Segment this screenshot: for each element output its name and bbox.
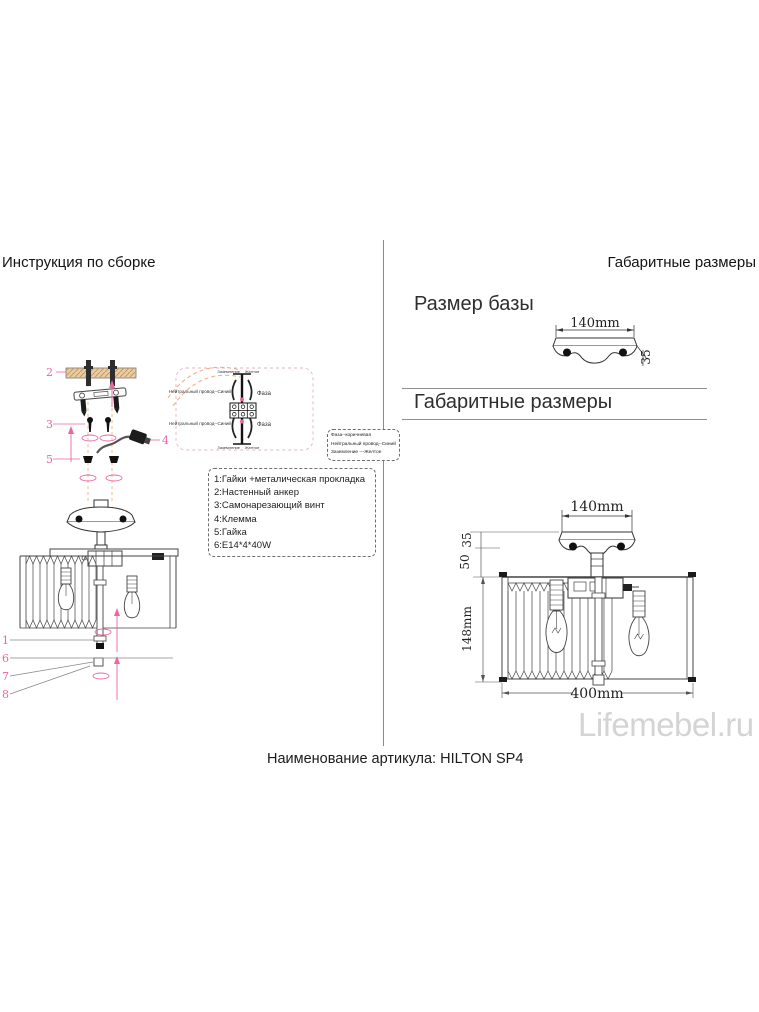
chandelier-body: [19, 548, 179, 667]
dim-bulb-left: [545, 579, 568, 653]
bulb-left: [57, 567, 75, 611]
overall-dimension-drawing: 140mm: [458, 499, 696, 702]
wall-anchor-group: 2: [46, 360, 137, 386]
lower-part-labels: 1 6 7 8: [2, 634, 173, 701]
nuts-group: 5: [46, 453, 123, 482]
article-name: Наименование артикула: HILTON SP4: [267, 751, 524, 767]
body-height-dim: 148mm: [460, 606, 474, 652]
power-cord: 4: [96, 429, 169, 454]
wire-color-line-phase: Фаза--коричневая: [331, 433, 372, 438]
base-dimension-drawing: 140mm 35: [552, 316, 653, 366]
base-size-title: Размер базы: [414, 293, 534, 315]
left-dimension-chain: [470, 531, 559, 683]
dim-canopy: [558, 531, 636, 578]
wiring-yellow-top-label: Желтое: [245, 369, 260, 374]
parts-list-legend: 1:Гайки +металическая прокладка 2:Настен…: [208, 468, 376, 558]
up-arrow-mid: [68, 426, 74, 462]
wiring-phase-row1-label: Фаза: [257, 391, 272, 397]
parts-list-item: 3:Самонарезающий винт: [214, 500, 325, 512]
part-label-2: 2: [46, 366, 53, 379]
bottom-motion-marks: [92, 608, 120, 700]
stem-height-dim: 50: [458, 554, 472, 569]
part-label-7: 7: [2, 670, 9, 683]
part-label-3: 3: [46, 418, 53, 431]
heading-rule-bottom: [402, 419, 707, 420]
terminal-block: [229, 402, 257, 419]
wire-color-line-ground: Заземление ---Желтое: [331, 450, 382, 456]
left-section-header: Инструкция по сборке: [2, 254, 156, 271]
wire-color-line-neutral: Нейтральный провод--Синий: [331, 441, 396, 447]
base-width-dim: 140mm: [570, 316, 619, 331]
wiring-yellow-bottom-label: Желтое: [245, 445, 260, 450]
overall-dimensions-title: Габаритные размеры: [414, 391, 613, 413]
right-section-header: Габаритные размеры: [607, 254, 756, 271]
assembly-diagram: 2 3: [2, 360, 314, 701]
canopy: [66, 499, 136, 550]
dim-bulb-right: [628, 590, 650, 657]
dim-body: [499, 572, 696, 686]
up-arrow-bracket: [109, 380, 115, 407]
wire-color-legend: Фаза--коричневая Нейтральный провод--Син…: [327, 429, 400, 461]
bottom-dimension: [501, 683, 694, 698]
parts-list-item: 1:Гайки +металическая прокладка: [214, 474, 366, 485]
parts-list-item: 4:Клемма: [214, 513, 257, 525]
vertical-divider: [383, 240, 384, 746]
mounting-bracket: [73, 387, 127, 417]
wiring-ground-bottom-label: Заземление: [217, 445, 240, 450]
parts-list-item: 6:E14*4*40W: [214, 540, 272, 552]
wiring-diagram: Заземление Желтое Нейтральный провод--Си…: [167, 366, 314, 451]
wiring-neutral-row2-label: Нейтральный провод--Синий: [169, 420, 232, 426]
watermark: Lifemebel.ru: [578, 706, 754, 743]
wiring-phase-row2-label: Фаза: [257, 422, 272, 428]
canopy-width-dimension: [561, 510, 633, 532]
heading-rule-top: [402, 388, 707, 389]
parts-list-item: 2:Настенный анкер: [214, 487, 299, 499]
canopy-height-dim: 35: [460, 532, 474, 547]
base-height-dim: 35: [639, 349, 653, 364]
part-label-4: 4: [162, 434, 169, 447]
part-label-6: 6: [2, 652, 9, 665]
part-label-1: 1: [2, 634, 9, 647]
wiring-ground-top-label: Заземление: [217, 369, 240, 374]
wiring-neutral-row1-label: Нейтральный провод--Синий: [169, 388, 232, 394]
part-label-5: 5: [46, 453, 53, 466]
parts-list-item: 5:Гайка: [214, 526, 247, 538]
screws-group: 3: [46, 417, 117, 442]
total-width-dim: 400mm: [570, 686, 623, 702]
part-label-8: 8: [2, 688, 9, 701]
canopy-width-dim: 140mm: [570, 499, 623, 515]
bulb-right: [123, 575, 141, 619]
